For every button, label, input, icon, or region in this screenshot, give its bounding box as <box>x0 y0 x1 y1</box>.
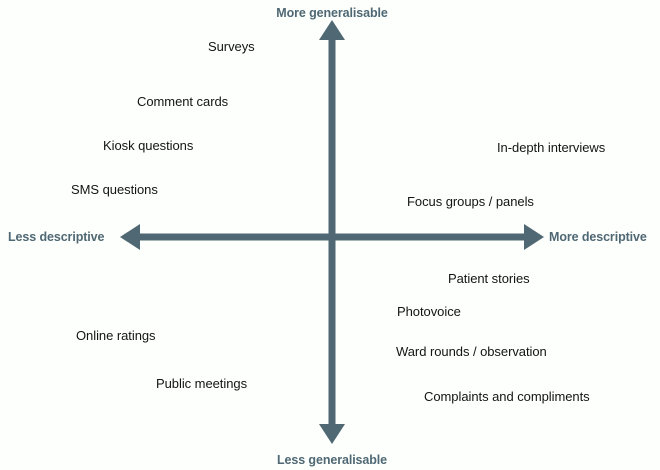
horizontal-axis-arrow <box>120 224 544 250</box>
diagram-item: Photovoice <box>397 304 461 319</box>
diagram-item: Ward rounds / observation <box>396 344 547 359</box>
vertical-axis-arrow <box>319 20 345 444</box>
diagram-item: Comment cards <box>137 94 229 109</box>
axis-label-more-descriptive: More descriptive <box>549 230 647 244</box>
diagram-item: Public meetings <box>156 376 248 391</box>
diagram-item: In-depth interviews <box>497 140 606 155</box>
diagram-item: Focus groups / panels <box>407 194 534 209</box>
diagram-item: Patient stories <box>448 271 530 286</box>
diagram-item: Surveys <box>208 39 255 54</box>
diagram-item: Complaints and compliments <box>424 389 590 404</box>
diagram-item: SMS questions <box>71 182 158 197</box>
diagram-item: Kiosk questions <box>103 138 194 153</box>
axis-label-more-generalisable: More generalisable <box>276 6 388 20</box>
axis-label-less-generalisable: Less generalisable <box>276 453 388 467</box>
diagram-item: Online ratings <box>76 328 156 343</box>
axis-label-less-descriptive: Less descriptive <box>8 230 105 244</box>
